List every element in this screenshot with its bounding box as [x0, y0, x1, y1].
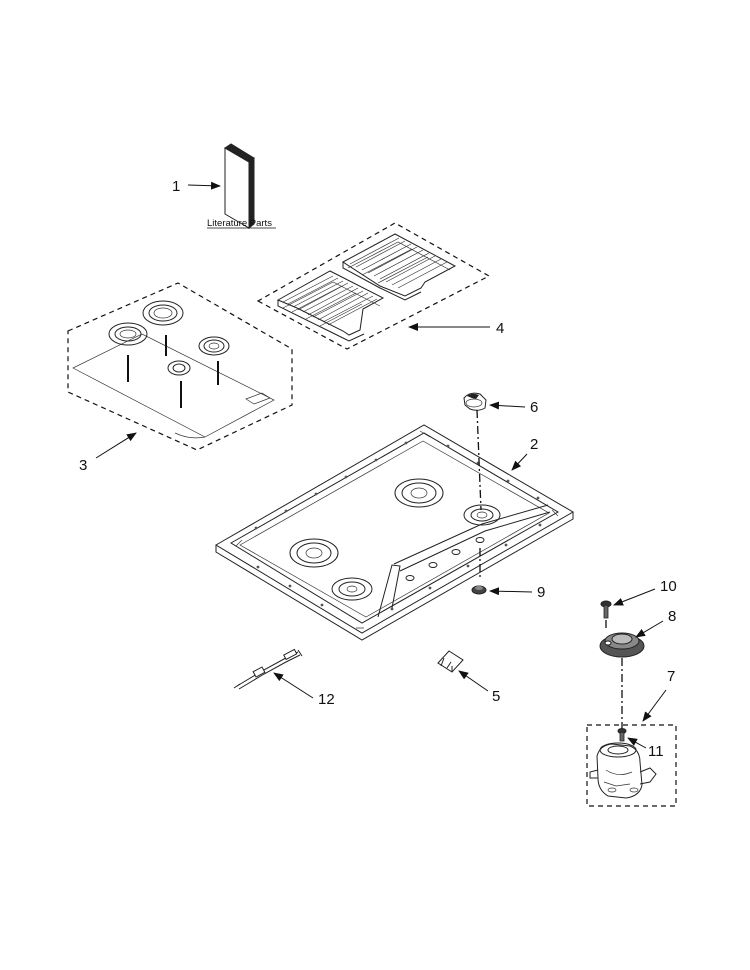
callout-9: 9: [537, 584, 545, 601]
burner-seat-front-left: [289, 538, 339, 568]
callout-11-leader: [627, 737, 647, 749]
mounting-clip: [437, 650, 464, 673]
callout-2-leader: [511, 453, 528, 471]
burner-base-group-box: [586, 724, 677, 807]
callout-1-leader: [187, 181, 221, 190]
callout-7-leader: [642, 689, 667, 722]
igniter-electrode: [233, 648, 303, 690]
burner-seat-front-right: [331, 577, 373, 601]
callout-4: 4: [496, 320, 504, 337]
callout-1: 1: [172, 178, 180, 195]
callout-11: 11: [648, 743, 664, 760]
callout-3: 3: [79, 457, 87, 474]
burner-cap-small: [167, 360, 191, 376]
burner-base: [589, 742, 657, 799]
callout-3-leader: [95, 432, 137, 459]
callout-5-leader: [458, 670, 489, 692]
callout-10-leader: [613, 588, 656, 606]
callout-12: 12: [318, 691, 335, 708]
burner-cap-large-back: [142, 300, 184, 326]
burner-tray: [72, 333, 275, 439]
knob-center-line: [476, 409, 482, 511]
burner-cap-guides: [127, 335, 219, 408]
cooktop-main-top: [215, 424, 574, 641]
cooktop-mounting-holes: [254, 441, 542, 611]
callout-2: 2: [530, 436, 538, 453]
literature-booklet: [224, 143, 255, 230]
burner-seat-back-left: [394, 478, 444, 508]
burner-base-screw: [617, 728, 627, 742]
burner-seat-back-right: [463, 504, 501, 526]
burner-caps-group-box: [67, 282, 293, 451]
burner-cap-medium: [198, 336, 230, 356]
control-knob: [463, 392, 487, 411]
control-knob-holes: [405, 537, 485, 581]
burner-head: [599, 632, 645, 658]
grate-right: [342, 233, 457, 301]
burner-cap-large-front: [108, 322, 148, 346]
screw: [600, 600, 612, 619]
callout-7: 7: [667, 668, 675, 685]
literature-parts-label: Literature Parts: [207, 218, 272, 229]
callout-12-leader: [273, 672, 314, 699]
callout-8: 8: [668, 608, 676, 625]
grate-left: [276, 270, 385, 342]
callout-6: 6: [530, 399, 538, 416]
callout-6-leader: [489, 401, 526, 410]
control-channel: [377, 504, 551, 618]
callout-9-leader: [489, 587, 533, 596]
callout-5: 5: [492, 688, 500, 705]
callout-8-leader: [635, 620, 664, 638]
grates-group-box: [256, 222, 491, 350]
callout-10: 10: [660, 578, 677, 595]
grommet: [471, 585, 487, 595]
